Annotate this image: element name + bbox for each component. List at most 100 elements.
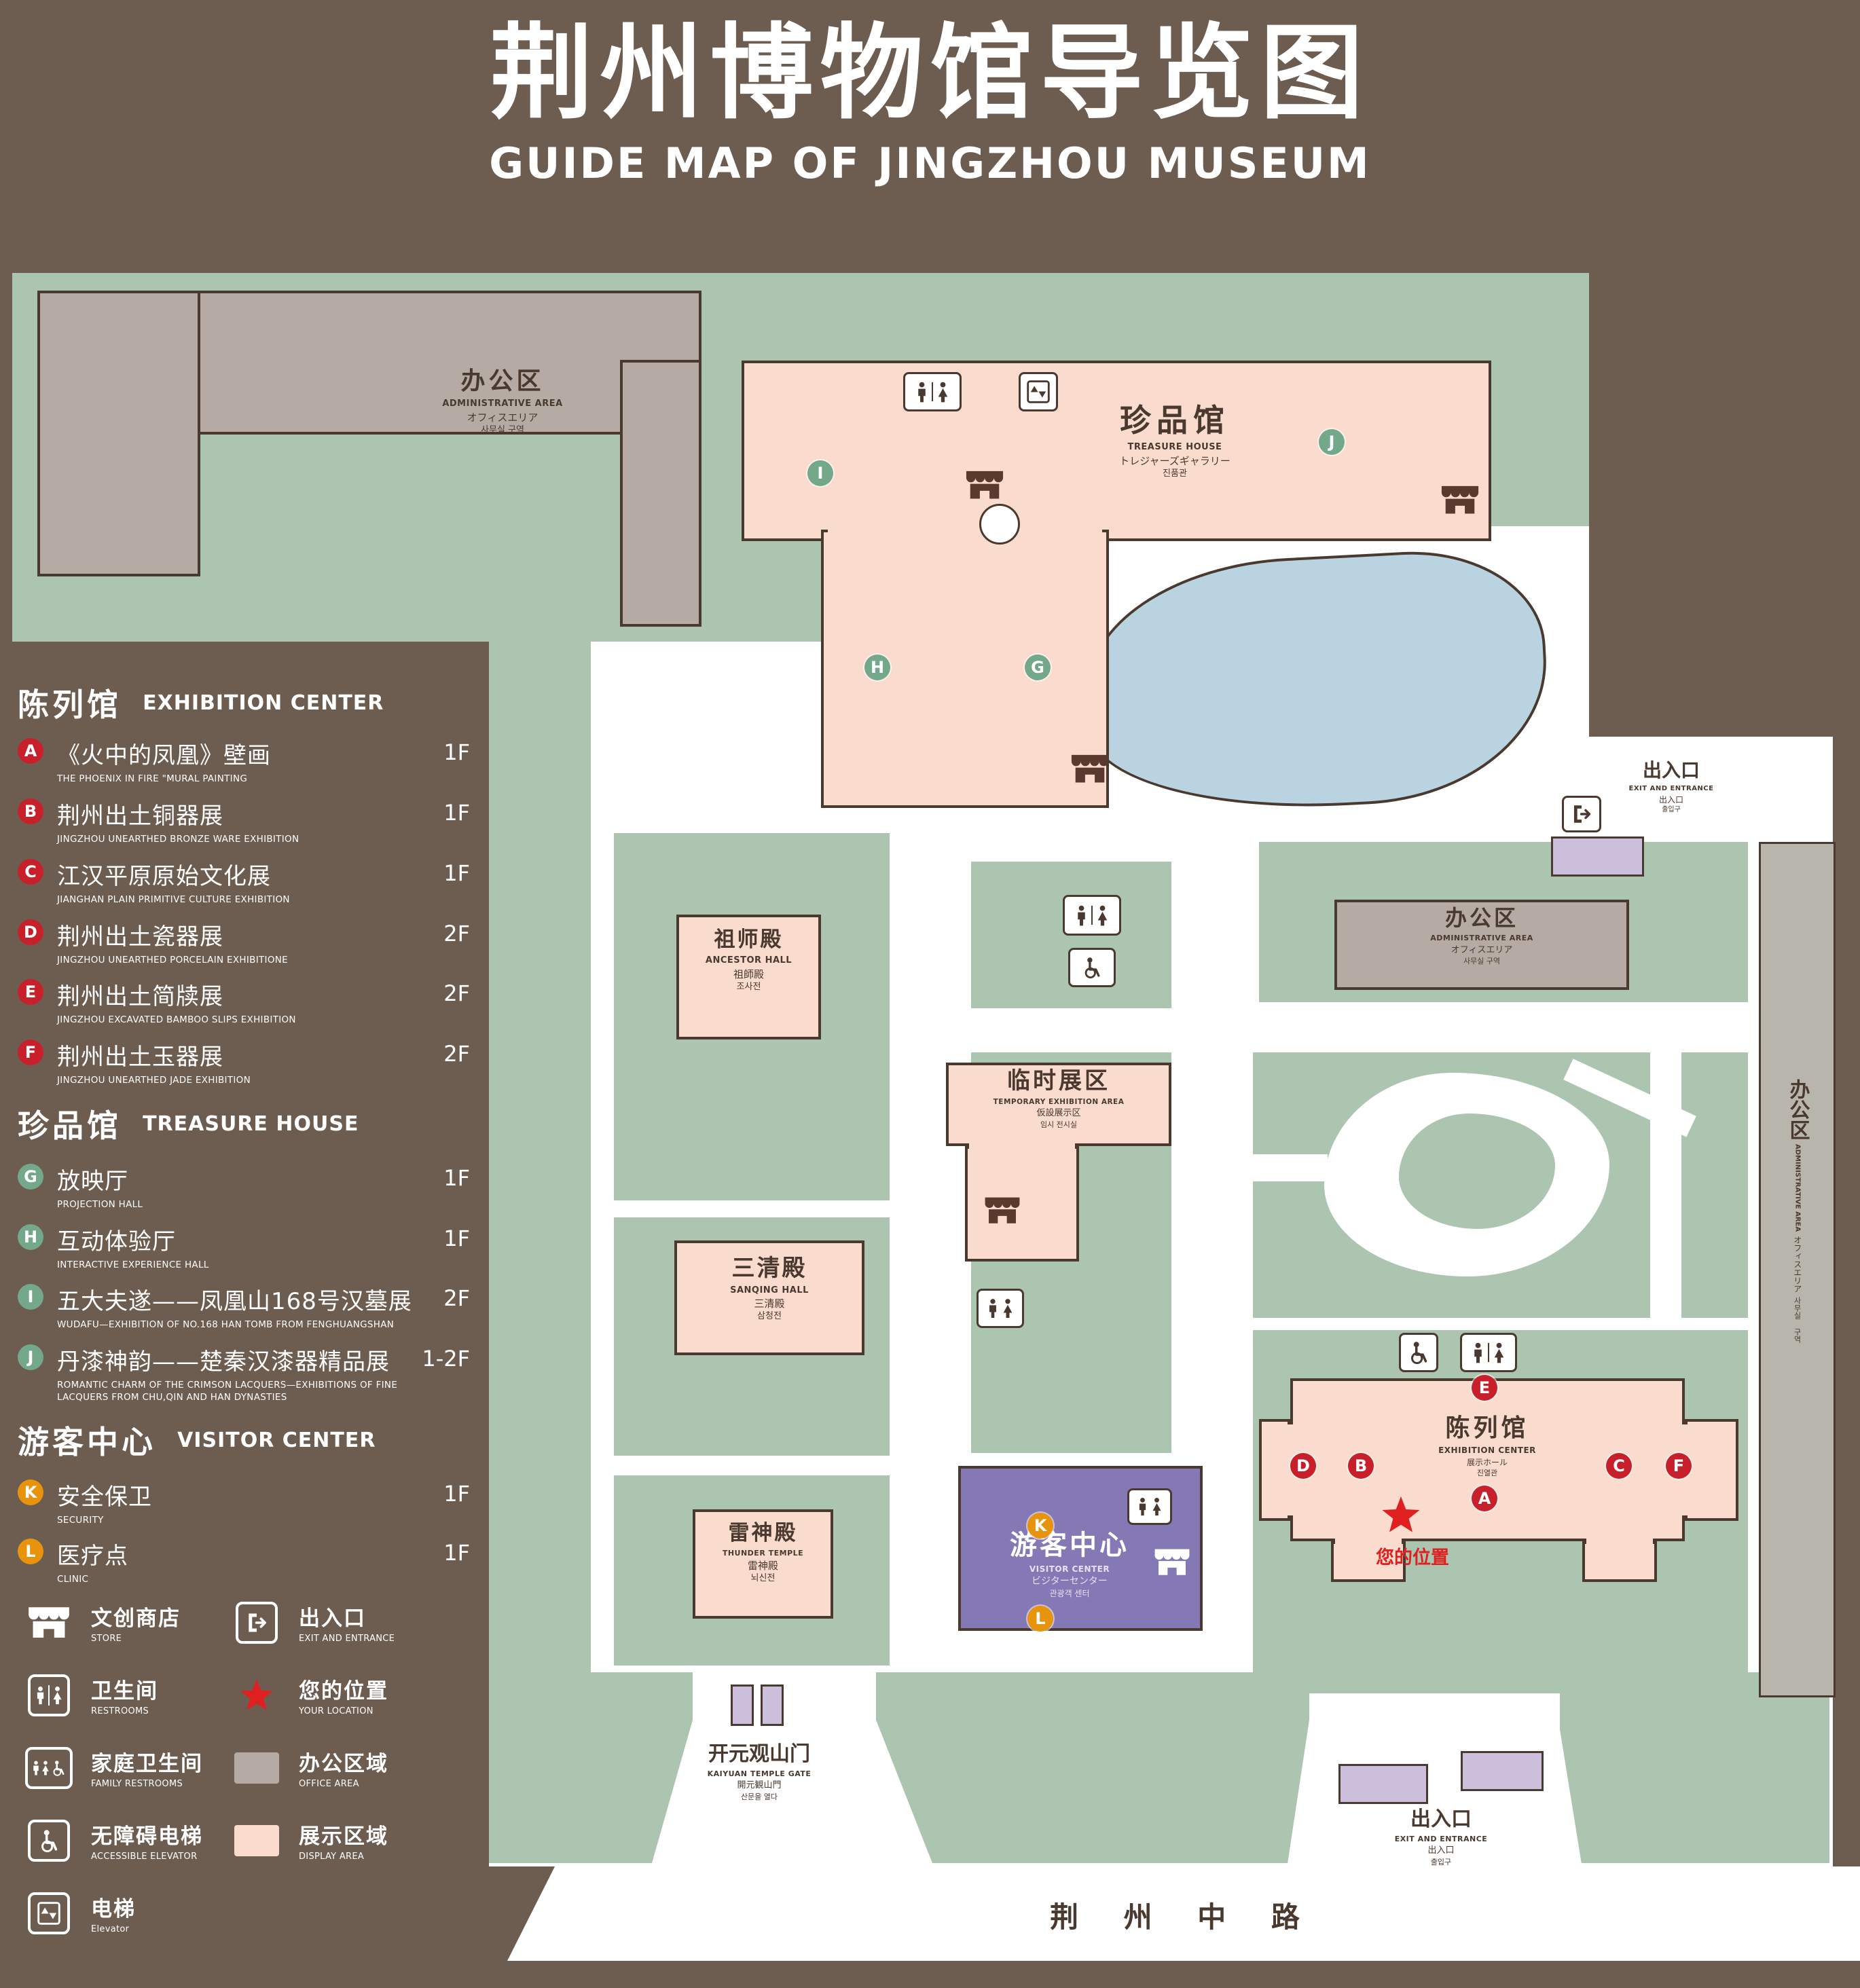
marker-badge: B — [18, 798, 43, 824]
your-location-text: 您的位置 — [1376, 1547, 1449, 1568]
item-title: 五大夫遂——凤凰山168号汉墓展 — [57, 1288, 412, 1315]
thunder-en: THUNDER TEMPLE — [722, 1549, 804, 1558]
admin-east-label: 办公区 ADMINISTRATIVE AREA オフィスエリア 사무실 구역 — [1334, 905, 1629, 965]
family-restroom-icon — [25, 1746, 73, 1789]
exhibition-center-south-stub-2 — [1582, 1541, 1657, 1582]
garden-path-west — [1253, 1154, 1328, 1181]
item-floor: 1F — [443, 800, 470, 826]
visitor-center-label: 游客中心 VISITOR CENTER ビジターセンター 관광객 센터 — [964, 1529, 1175, 1599]
south-exit-pad-2 — [1461, 1751, 1544, 1791]
ancestor-ja: 祖師殿 — [733, 968, 764, 980]
temporary-ko: 임시 전시실 — [1040, 1120, 1078, 1129]
gate-label: 开元观山门 KAIYUAN TEMPLE GATE 開元観山門 산문을 열다 — [651, 1742, 868, 1801]
symbol-label-en: ACCESSIBLE ELEVATOR — [91, 1852, 198, 1862]
woman-icon — [52, 1685, 62, 1706]
marker-badge: K — [18, 1479, 43, 1505]
item-subtitle: JINGZHOU UNEARTHED JADE EXHIBITION — [57, 1075, 251, 1086]
woman-icon — [1152, 1497, 1162, 1516]
item-subtitle: INTERACTIVE EXPERIENCE HALL — [57, 1259, 209, 1270]
ancestor-en: ANCESTOR HALL — [705, 955, 792, 966]
wheelchair-icon — [51, 1759, 66, 1777]
admin-strip-ko: 사무실 구역 — [1793, 1297, 1802, 1344]
item-subtitle: JINGZHOU UNEARTHED PORCELAIN EXHIBITIONE — [57, 955, 288, 965]
exhibition-center-label: 陈列馆 EXHIBITION CENTER 展示ホール 진열관 — [1317, 1414, 1657, 1477]
symbol-label-zh: 无障碍电梯 — [91, 1824, 203, 1849]
legend-item-L: L 医疗点 CLINIC 1F — [18, 1537, 479, 1585]
legend-sidebar: 陈列馆 EXHIBITION CENTER A 《火中的凤凰》壁画 THE PH… — [0, 0, 503, 1988]
wheelchair-icon — [1082, 957, 1102, 978]
sanqing-hall-building — [674, 1240, 864, 1355]
map-marker-L: L — [1027, 1606, 1053, 1632]
admin-nw-en: ADMINISTRATIVE AREA — [442, 399, 563, 409]
exit-icon — [236, 1601, 278, 1644]
exhibition-join-s2 — [1586, 1536, 1653, 1547]
item-floor: 1F — [443, 860, 470, 886]
symbol-label-zh: 电梯 — [91, 1897, 136, 1921]
symbol-label-en: FAMILY RESTROOMS — [91, 1779, 183, 1789]
visitor-zh: 游客中心 — [1010, 1530, 1129, 1561]
admin-strip-zh: 办公区 — [1785, 1079, 1810, 1140]
treasure-zh: 珍品馆 — [1120, 402, 1230, 439]
symbol-label-zh: 办公区域 — [299, 1752, 388, 1776]
green-band-south-1 — [489, 1672, 693, 1863]
south-exit-zh: 出入口 — [1410, 1807, 1472, 1831]
temporary-en: TEMPORARY EXHIBITION AREA — [993, 1097, 1125, 1106]
display-area-swatch — [234, 1824, 279, 1856]
item-subtitle: THE PHOENIX IN FIRE "MURAL PAINTING — [57, 773, 248, 784]
temporary-label: 临时展区 TEMPORARY EXHIBITION AREA 仮設展示区 임시 … — [946, 1067, 1171, 1129]
ancestor-hall-label: 祖师殿 ANCESTOR HALL 祖師殿 조사전 — [676, 927, 821, 992]
exhibition-zh: 陈列馆 — [1445, 1414, 1529, 1442]
symbol-label-zh: 出入口 — [299, 1606, 366, 1631]
section-title-en: TREASURE HOUSE — [143, 1111, 359, 1136]
south-exit-en: EXIT AND ENTRANCE — [1394, 1835, 1488, 1843]
exhibition-join-s1 — [1335, 1536, 1402, 1547]
ancestor-ko: 조사전 — [736, 981, 761, 992]
item-title: 荆州出土瓷器展 — [57, 923, 223, 951]
legend-item-B: B 荆州出土铜器展 JINGZHOU UNEARTHED BRONZE WARE… — [18, 797, 479, 845]
map-marker-B: B — [1348, 1453, 1374, 1479]
exhibition-en: EXHIBITION CENTER — [1438, 1446, 1536, 1456]
item-title: 荆州出土铜器展 — [57, 803, 223, 830]
restroom-icon — [903, 372, 962, 411]
symbol-label-en: DISPLAY AREA — [299, 1852, 365, 1862]
legend-item-D: D 荆州出土瓷器展 JINGZHOU UNEARTHED PORCELAIN E… — [18, 918, 479, 966]
admin-building-nw-west-wing — [37, 291, 200, 576]
marker-badge: E — [18, 979, 43, 1005]
admin-east-ja: オフィスエリア — [1451, 944, 1513, 955]
marker-badge: J — [18, 1344, 43, 1370]
exit-glyph — [1570, 803, 1593, 826]
exhibition-ko: 진열관 — [1476, 1468, 1498, 1477]
marker-badge: H — [18, 1224, 43, 1250]
item-subtitle: JIANGHAN PLAIN PRIMITIVE CULTURE EXHIBIT… — [57, 894, 290, 905]
man-icon — [1076, 905, 1087, 926]
marker-badge: A — [18, 738, 43, 764]
header: 荆州博物馆导览图 GUIDE MAP OF JINGZHOU MUSEUM — [0, 0, 1860, 188]
man-icon — [35, 1685, 45, 1706]
divider — [1091, 906, 1093, 925]
legend-section-treasure-house: 珍品馆 TREASURE HOUSE — [18, 1101, 359, 1146]
temporary-zh: 临时展区 — [1007, 1067, 1110, 1094]
your-location-star-icon — [238, 1678, 275, 1713]
visitor-ko: 관광객 센터 — [1049, 1589, 1090, 1599]
store-icon — [26, 1604, 71, 1641]
thunder-temple-label: 雷神殿 THUNDER TEMPLE 雷神殿 뇌신전 — [693, 1521, 833, 1584]
item-floor: 1F — [443, 1165, 470, 1191]
restroom-icon — [1127, 1488, 1172, 1525]
item-subtitle: SECURITY — [57, 1515, 104, 1526]
treasure-house-north-wing — [742, 361, 1491, 541]
symbol-label-zh: 展示区域 — [299, 1824, 388, 1849]
woman-icon — [41, 1759, 50, 1777]
admin-strip-en: ADMINISTRATIVE AREA — [1793, 1144, 1802, 1232]
woman-icon — [937, 382, 949, 403]
marker-badge: L — [18, 1539, 43, 1564]
marker-badge: C — [18, 859, 43, 885]
woman-icon — [1002, 1298, 1013, 1319]
green-band-south-2 — [876, 1672, 1309, 1863]
legend-item-K: K 安全保卫 SECURITY 1F — [18, 1478, 479, 1526]
green-band-south-3 — [1560, 1672, 1829, 1863]
item-floor: 1F — [443, 1226, 470, 1251]
section-title-zh: 陈列馆 — [18, 686, 122, 723]
visitor-ja: ビジターセンター — [1032, 1576, 1108, 1587]
